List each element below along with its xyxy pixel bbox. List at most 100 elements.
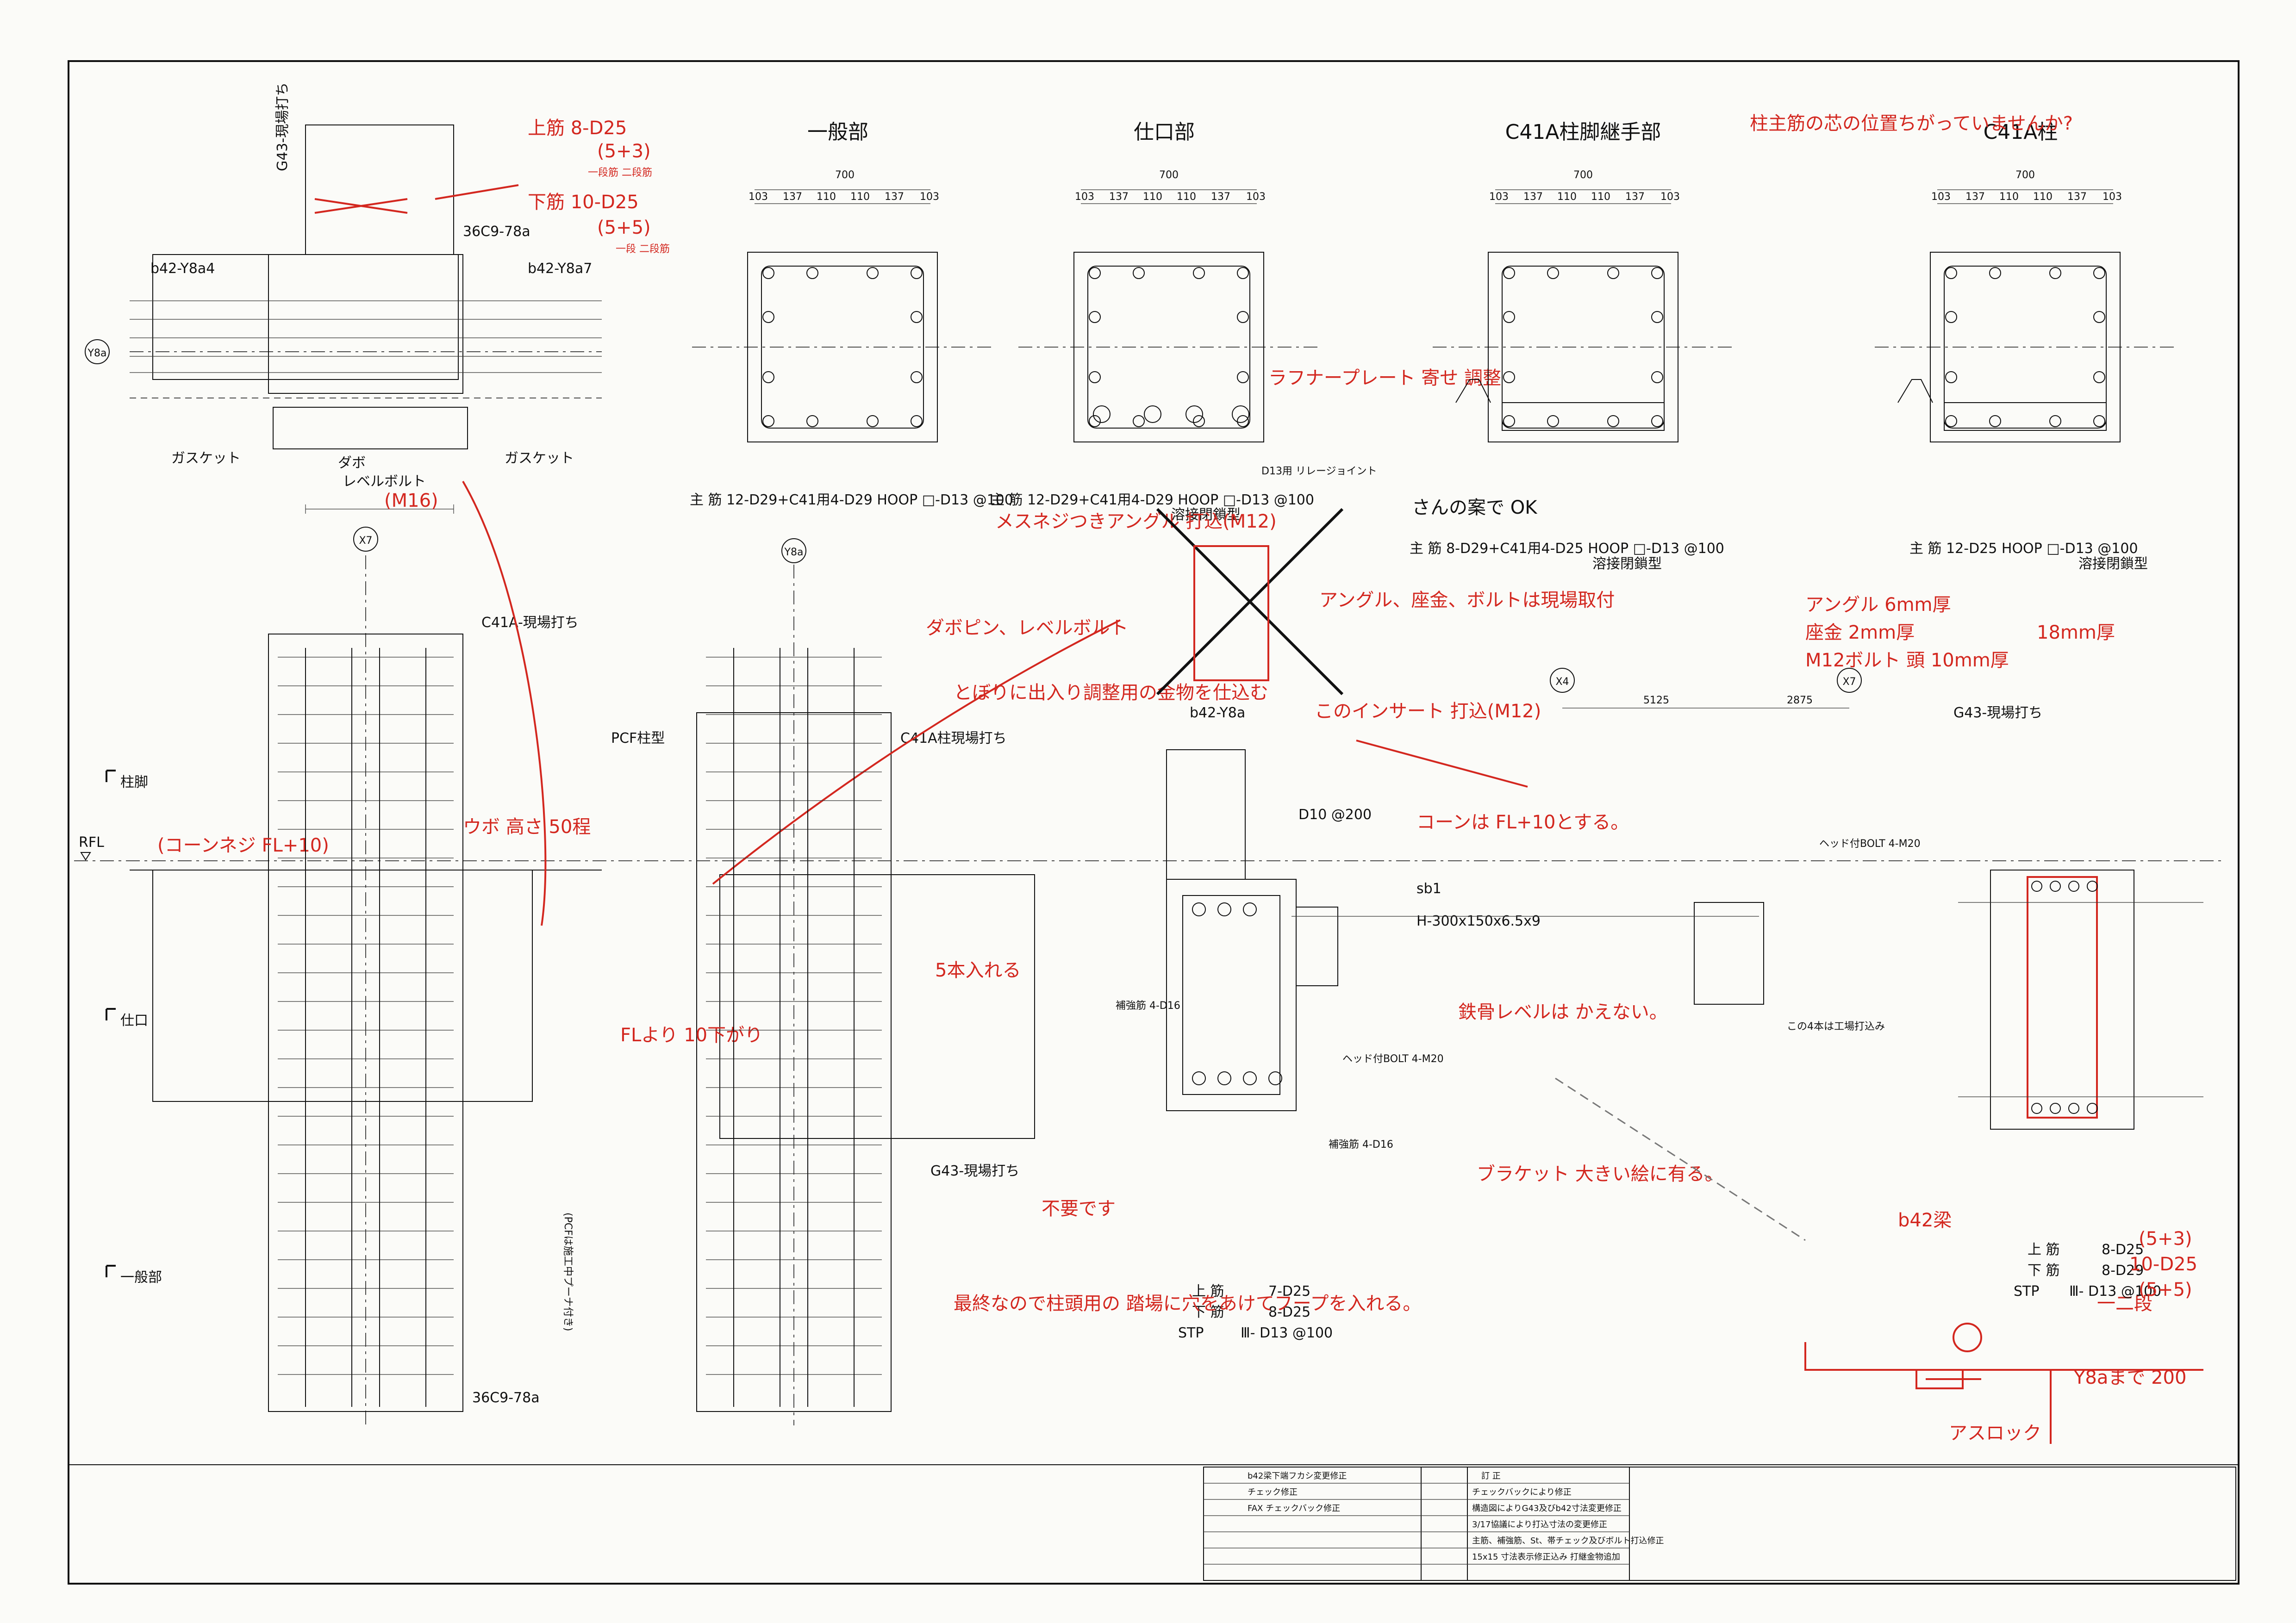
center-column-elevation: Y8a PCF柱型 C41A柱現場打ち G43-現場打ち — [611, 538, 1035, 1425]
rebar-dot — [2093, 267, 2105, 279]
insert-ring — [1144, 405, 1161, 423]
c41a-field-label: C41A-現場打ち — [481, 615, 579, 631]
level-ippanbu: 一般部 — [120, 1269, 162, 1286]
annot-lower-steps: 一段 二段筋 — [616, 243, 670, 255]
rebar-dot — [2049, 267, 2061, 279]
annot-adjust-hardware: とぼりに出入り調整用の金物を仕込む — [954, 682, 1268, 703]
dim-value: 137 — [1211, 191, 1230, 203]
rebar-dot — [2093, 311, 2105, 323]
rebar-dot — [1607, 415, 1619, 427]
c36c9-top-label: 36C9-78a — [463, 224, 530, 240]
annot-fl-down: FLより 10下がり — [620, 1025, 763, 1046]
section-note-main: 主 筋 8-D29+C41用4-D25 HOOP □-D13 @100 — [1410, 541, 1724, 557]
dim-value: 103 — [1660, 191, 1680, 203]
sheet-border — [68, 60, 2240, 1585]
rebar-dot — [911, 415, 923, 427]
grid-x7-label: X7 — [359, 535, 372, 547]
head-bolt-label-2: ヘッド付BOLT 4-M20 — [1819, 838, 1921, 850]
dim-value: 110 — [1143, 191, 1162, 203]
rebar-dot — [1945, 267, 1957, 279]
schedule-value: 8-D29 — [2102, 1262, 2144, 1279]
sb1-label: sb1 — [1416, 881, 1441, 897]
dim-row-0: 103 137 110 110 137 103 — [749, 191, 939, 203]
annot-female-angle: メスネジつきアングル 打込(M12) — [995, 511, 1277, 532]
pcf-label: PCF柱型 — [611, 730, 665, 746]
rebar-dot — [1503, 415, 1515, 427]
dim-value: 103 — [2103, 191, 2122, 203]
rebar-dot — [1193, 415, 1205, 427]
annot-final-hoop: 最終なので柱頭用の 踏場に穴をあけてフープを入れる。 — [954, 1293, 1421, 1314]
dim-value: 110 — [1557, 191, 1577, 203]
dim-value: 137 — [1965, 191, 1985, 203]
dim-2875: 2875 — [1787, 695, 1813, 706]
section-dim-rows: 103 137 110 110 137 103 103 137 110 110 … — [749, 191, 2122, 203]
rfl-label: RFL — [79, 834, 104, 851]
dim-value: 137 — [885, 191, 904, 203]
dim-value: 103 — [749, 191, 768, 203]
section-0: 一般部 700 — [807, 120, 868, 181]
section-note-sub: 溶接閉鎖型 — [2078, 556, 2148, 572]
base-profile — [1897, 379, 1933, 403]
factory-bolt-note: この4本は工場打込み — [1787, 1021, 1885, 1032]
gasket-right-label: ガスケット — [505, 450, 574, 466]
annot-lower-bars-2: 10-D25 — [2129, 1254, 2197, 1275]
section-note-sub: 溶接閉鎖型 — [1592, 556, 1662, 572]
grid-y8a-label-2: Y8a — [784, 547, 804, 558]
schedule-key: STP — [1178, 1325, 1204, 1341]
level-bolt-label: レベルボルト — [343, 473, 426, 490]
dim-row-3: 103 137 110 110 137 103 — [1931, 191, 2122, 203]
correction-row-3: 3/17協議により打込寸法の変更修正 — [1472, 1520, 1607, 1530]
annot-bracket: ブラケット 大きい絵に有る。 — [1477, 1163, 1723, 1185]
g43-rebar — [2068, 1103, 2079, 1114]
schedule-value: Ⅲ- D13 @100 — [1241, 1325, 1333, 1341]
dim-value: 103 — [1489, 191, 1509, 203]
section-title: 一般部 — [807, 120, 868, 144]
section-width: 700 — [1159, 169, 1179, 181]
rebar-dot — [2049, 415, 2061, 427]
annot-bolt-head: M12ボルト 頭 10mm厚 — [1805, 650, 2009, 671]
rebar-dot — [1133, 415, 1145, 427]
column-sections: 一般部 700 仕口部 700 C41A柱脚継手部 700 C41A柱 700 … — [690, 120, 2148, 572]
rebar-dot — [911, 267, 923, 279]
h-beam-label: H-300x150x6.5x9 — [1416, 913, 1541, 929]
schedule-key: 下 筋 — [1192, 1304, 1224, 1320]
pcf-note-label: (PCFは施工中プーナ付き) — [562, 1213, 574, 1331]
grid-y8a-label: Y8a — [87, 348, 107, 359]
base-plate — [1502, 402, 1665, 431]
rebar-dot — [1237, 311, 1249, 323]
grid-marker-y8a-2 — [781, 538, 806, 563]
g43-rebar — [2087, 881, 2098, 892]
section-width: 700 — [835, 169, 855, 181]
annot-upper-split-2: (5+3) — [2139, 1228, 2192, 1250]
grid-x4-label: X4 — [1555, 676, 1569, 688]
g43-field-label-2: G43-現場打ち — [1953, 705, 2042, 721]
dabo-label: ダボ — [338, 455, 366, 471]
beam-rebar — [1268, 1071, 1282, 1085]
g43-rebar — [2031, 1103, 2042, 1114]
rebar-dot — [762, 415, 774, 427]
dim-value: 110 — [817, 191, 836, 203]
revision-row-2: チェック修正 — [1248, 1487, 1298, 1497]
annot-dowel: ダボピン、レベルボルト — [926, 617, 1129, 639]
d10-label: D10 @200 — [1298, 807, 1372, 823]
grid-x7-label-2: X7 — [1842, 676, 1856, 688]
beam-rebar — [1217, 1071, 1231, 1085]
annot-total-thickness: 18mm厚 — [2037, 622, 2115, 643]
annot-m16: (M16) — [384, 490, 438, 511]
revision-row-3: FAX チェックバック修正 — [1248, 1504, 1340, 1513]
dim-value: 110 — [1591, 191, 1610, 203]
annot-lower-split-2: (5+5) — [2139, 1279, 2192, 1300]
annot-lower-split: (5+5) — [597, 217, 651, 238]
rebar-schedule-2: 上 筋 8-D25 下 筋 8-D29 STP Ⅲ- D13 @100 — [2014, 1242, 2161, 1300]
beam-rebar — [1243, 902, 1257, 916]
annot-upper-steps: 一段筋 二段筋 — [588, 167, 652, 179]
section-title: 仕口部 — [1134, 120, 1195, 144]
rebar-dot — [1089, 267, 1101, 279]
hoop — [1944, 266, 2107, 429]
insert-ring — [1232, 405, 1249, 423]
b42-y8a-label: b42-Y8a — [1190, 705, 1245, 721]
section-note-main: 主 筋 12-D25 HOOP □-D13 @100 — [1909, 541, 2138, 557]
dim-value: 110 — [2033, 191, 2053, 203]
rebar-dot — [2093, 415, 2105, 427]
